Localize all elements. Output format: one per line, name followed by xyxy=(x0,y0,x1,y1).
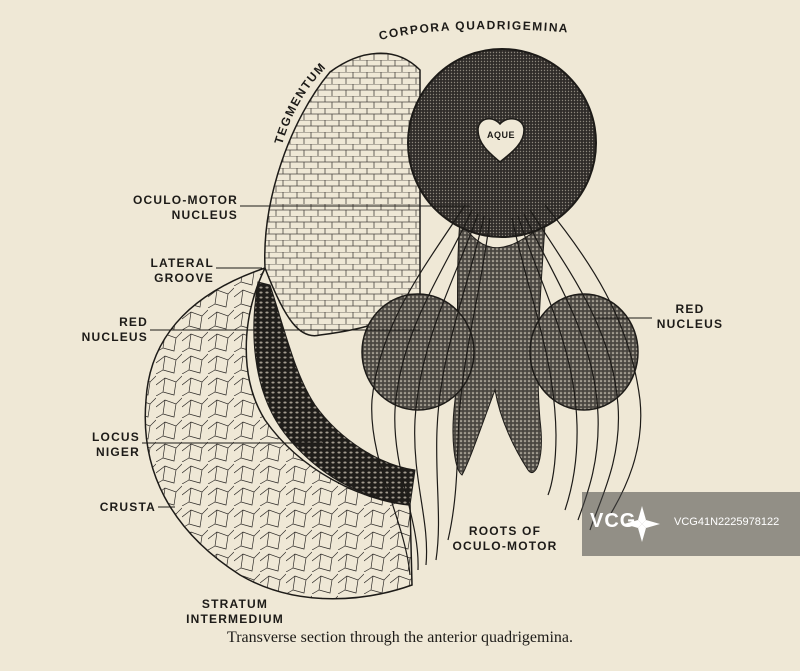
label-oculo-motor-nucleus: OCULO-MOTOR NUCLEUS xyxy=(110,193,238,223)
tegmentum-region xyxy=(264,52,421,337)
label-line: RED xyxy=(675,302,705,316)
central-gray xyxy=(452,218,546,476)
label-crusta: CRUSTA xyxy=(99,500,156,514)
label-line: NUCLEUS xyxy=(81,330,148,344)
label-line: LOCUS xyxy=(92,430,140,444)
label-red-nucleus-right: RED NUCLEUS xyxy=(650,302,730,332)
label-line: OCULO-MOTOR xyxy=(133,193,238,207)
locus-niger-region xyxy=(253,281,416,506)
label-line: LATERAL xyxy=(150,256,214,270)
label-line: OCULO-MOTOR xyxy=(452,539,558,553)
watermark-logo: VCG xyxy=(590,510,637,532)
label-lateral-groove: LATERAL GROOVE xyxy=(110,256,214,286)
watermark: VCG VCG41N2225978122 xyxy=(582,492,800,556)
watermark-id: VCG41N2225978122 xyxy=(674,516,780,528)
label-red-nucleus-left: RED NUCLEUS xyxy=(50,315,148,345)
label-line: ROOTS OF xyxy=(468,524,542,538)
aqueduct xyxy=(477,118,525,163)
label-line: RED xyxy=(119,315,148,329)
label-line: STRATUM xyxy=(201,597,269,611)
figure-caption: Transverse section through the anterior … xyxy=(227,629,573,646)
crusta-region xyxy=(144,266,413,600)
watermark-flower-icon xyxy=(624,506,660,542)
leader-lines xyxy=(142,205,652,508)
label-line: INTERMEDIUM xyxy=(186,612,284,626)
label-aque: AQUE xyxy=(486,130,515,140)
label-locus-niger: LOCUS NIGER xyxy=(60,430,140,460)
label-line: GROOVE xyxy=(154,271,214,285)
label-roots-of-oculo-motor: ROOTS OF OCULO-MOTOR xyxy=(440,524,570,554)
label-corpora-quadrigemina: CORPORA QUADRIGEMINA xyxy=(377,18,569,43)
label-stratum-intermedium: STRATUM INTERMEDIUM xyxy=(170,597,300,627)
red-nucleus-left xyxy=(361,293,475,411)
label-line: NUCLEUS xyxy=(171,208,238,222)
label-line: NIGER xyxy=(95,445,140,459)
label-line: NUCLEUS xyxy=(656,317,724,331)
oculo-motor-roots xyxy=(371,204,642,576)
